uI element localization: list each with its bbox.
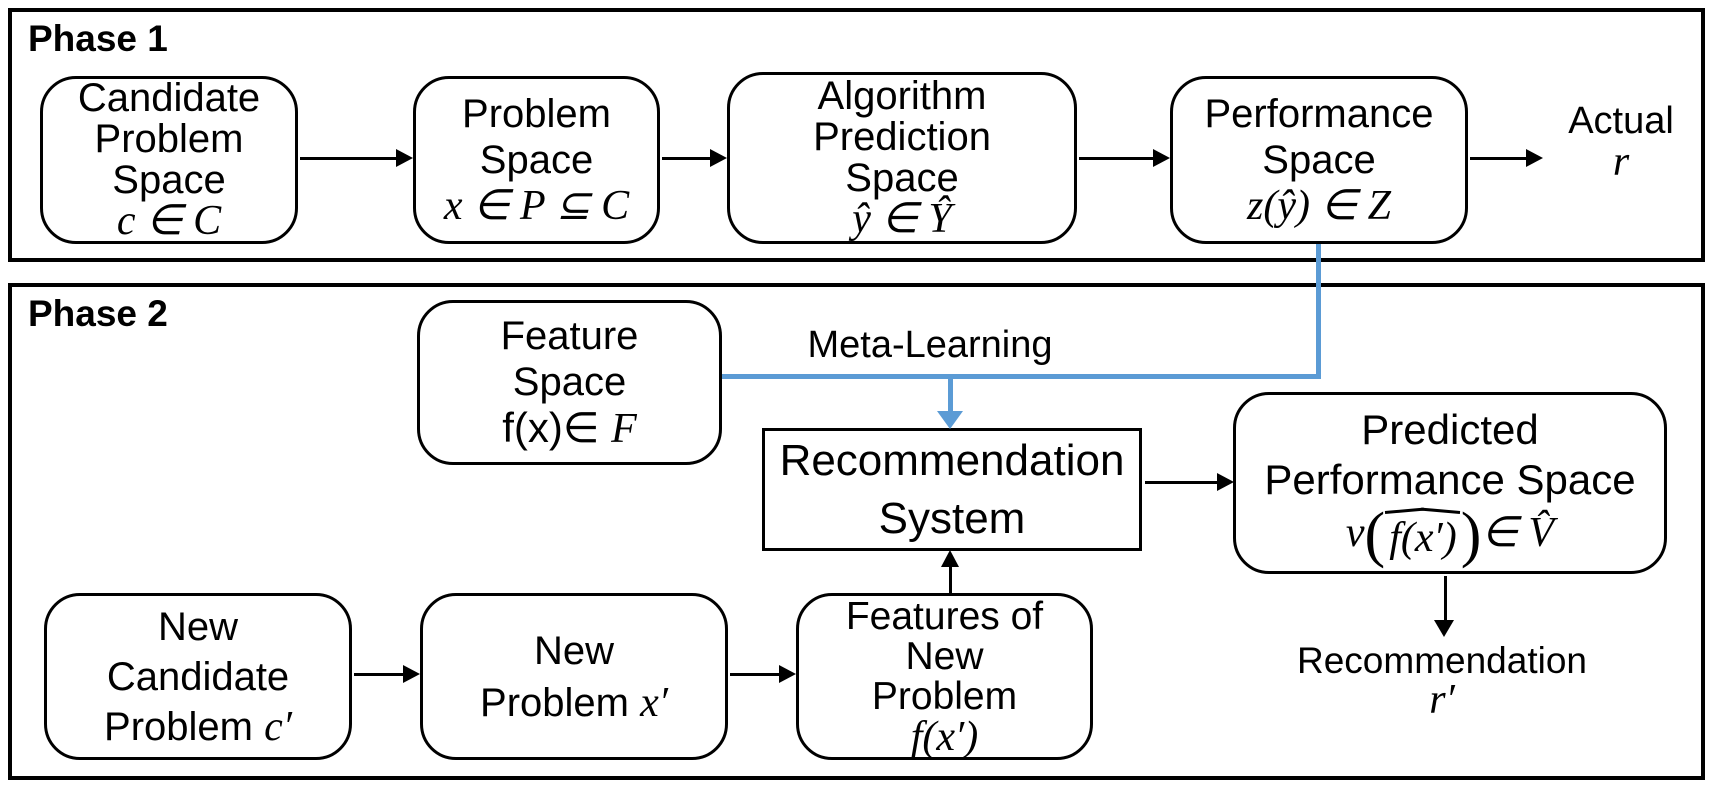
node-math-var: F [611,406,637,452]
arrow-newproblem-to-features [730,673,780,676]
node-line: System [878,493,1026,543]
problem-space-node: Problem Space x ∈ P ⊆ C [413,76,660,244]
meta-learning-arrowhead [937,411,963,429]
arrow-predicted-to-recommendation [1444,576,1447,622]
performance-space-node: Performance Space z(ŷ) ∈ Z [1170,76,1468,244]
node-formula: v(f(x′)) ∈ V̂ [1345,501,1555,569]
phase1-label: Phase 1 [28,18,168,59]
node-line: Candidate [77,76,261,120]
arrowhead [403,665,420,683]
node-line: Recommendation [779,435,1125,485]
node-line-math: c′ [264,703,292,750]
meta-learning-connector-vertical [1316,244,1321,376]
node-line: Problem x′ [480,677,668,729]
node-math: ŷ ∈ Ŷ [852,196,952,242]
meta-learning-connector-branch [948,379,953,413]
node-line: Predicted [1361,406,1539,453]
new-candidate-problem-node: New Candidate Problem c′ [44,593,352,760]
node-line: Problem [94,117,244,161]
node-line: Space [479,138,594,182]
phase1-frame [8,8,1705,262]
phase2-label: Phase 2 [28,293,168,334]
node-math: x ∈ P ⊆ C [443,183,630,229]
node-math: c ∈ C [116,198,222,244]
node-line: Algorithm [817,74,987,118]
recommendation-system-node: Recommendation System [762,428,1142,551]
arrow-problem-to-algorithm [662,157,712,160]
node-line: Problem c′ [104,702,292,752]
formula-membership: ∈ V̂ [1481,510,1555,556]
node-line-math: x′ [640,679,668,726]
node-line: Performance Space [1264,456,1636,503]
node-line: Prediction [813,115,991,159]
arrow-candidate-to-problem [300,157,398,160]
node-line: Features of [845,594,1044,638]
arrowhead [779,665,796,683]
arrow-recsys-to-predicted [1145,481,1219,484]
node-math: z(ŷ) ∈ Z [1247,183,1391,229]
recommendation-output-label: Recommendation [1297,640,1587,681]
features-of-new-problem-node: Features of New Problem f(x′) [796,593,1093,760]
node-line: Problem [462,92,611,136]
arrowhead [1217,473,1234,491]
formula-close-paren: ) [1460,501,1482,569]
node-line: Space [845,156,959,200]
node-line: New [905,634,984,678]
arrowhead [1153,149,1170,167]
actual-math-label: r [1612,139,1630,185]
arrowhead [1434,620,1454,637]
formula-open-paren: ( [1364,501,1386,569]
arrowhead [396,149,413,167]
node-line: Feature [500,314,639,358]
predicted-performance-space-node: Predicted Performance Space v(f(x′)) ∈ V… [1233,392,1667,574]
node-line: Space [1262,138,1376,182]
formula-arg-widehat: f(x′) [1385,507,1460,561]
node-math-prefix: f(x)∈ [502,404,612,451]
algorithm-prediction-space-node: Algorithm Prediction Space ŷ ∈ Ŷ [727,72,1077,244]
node-line: New [157,604,239,649]
node-math: f(x)∈ F [502,404,637,453]
node-line-text: Problem [104,704,265,749]
meta-learning-label: Meta-Learning [807,324,1053,366]
arrowhead [1526,149,1543,167]
meta-learning-connector-horizontal [722,374,1321,379]
actual-label: Actual [1568,100,1674,142]
node-line: Performance [1204,92,1434,136]
arrow-features-to-recsys [949,565,952,593]
new-problem-node: New Problem x′ [420,593,728,760]
arrow-algorithm-to-performance [1079,157,1155,160]
formula-nu: v [1345,510,1365,556]
arrow-performance-to-actual [1470,157,1528,160]
arrowhead [710,149,727,167]
node-line: Space [112,158,226,202]
candidate-problem-space-node: Candidate Problem Space c ∈ C [40,76,298,244]
arrowhead [941,550,959,567]
node-line: Space [512,360,627,404]
node-line-text: Problem [480,680,641,725]
node-math: f(x′) [910,713,979,760]
recommendation-output-math: r′ [1429,677,1455,723]
feature-space-node: Feature Space f(x)∈ F [417,300,722,465]
node-line: New [533,628,615,673]
arrow-newcandidate-to-newproblem [354,673,404,676]
node-line: Problem [871,674,1018,718]
phase2-frame [8,283,1705,780]
node-line: Candidate [106,654,290,699]
